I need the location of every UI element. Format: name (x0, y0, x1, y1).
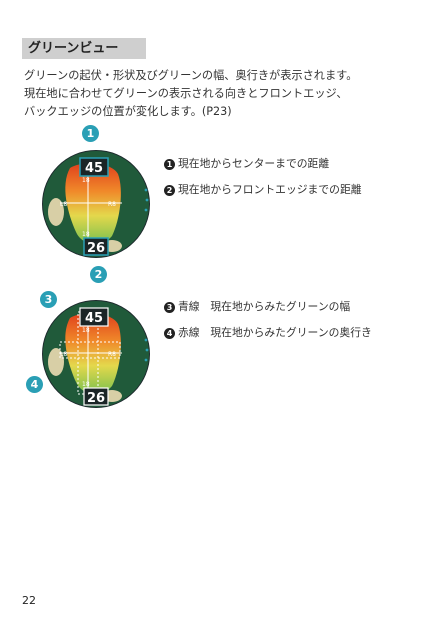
bottom-distance-box (83, 387, 109, 406)
label-right: R8 (108, 201, 116, 208)
legend-num-4: 4 (164, 328, 175, 339)
legend-text-3: 青線 現在地からみたグリーンの幅 (178, 300, 351, 313)
legend-num-3: 3 (164, 302, 175, 313)
top-distance: 45 (85, 311, 103, 326)
width-box (59, 341, 121, 359)
callout-2: 2 (90, 266, 107, 283)
page-number: 22 (22, 594, 36, 607)
bottom-distance: 26 (87, 241, 105, 256)
label-top: 18 (82, 327, 90, 334)
legend-text-1: 現在地からセンターまでの距離 (178, 157, 330, 170)
intro-text: グリーンの起伏・形状及びグリーンの幅、奥行きが表示されます。 現在地に合わせてグ… (24, 67, 420, 121)
green-shape (65, 163, 121, 244)
intro-line-1: グリーンの起伏・形状及びグリーンの幅、奥行きが表示されます。 (24, 69, 358, 82)
top-distance: 45 (85, 161, 103, 176)
legend-num-1: 1 (164, 159, 175, 170)
green-shape (65, 313, 121, 394)
intro-line-2: 現在地に合わせてグリーンの表示される向きとフロントエッジ、 (24, 87, 348, 100)
callout-3: 3 (40, 291, 57, 308)
top-distance-box (79, 157, 109, 177)
label-left: L8 (60, 351, 67, 358)
top-distance-box (79, 307, 109, 327)
intro-line-3: バックエッジの位置が変化します。(P23) (24, 105, 232, 118)
legend-text-2: 現在地からフロントエッジまでの距離 (178, 183, 362, 196)
label-right: R8 (108, 351, 116, 358)
bunker-left (48, 198, 64, 226)
green-view-screen-1: 45 26 L8 R8 18 18 (42, 150, 150, 258)
bottom-distance-box (83, 237, 109, 256)
green-view-screen-2: 45 26 L8 R8 18 18 (42, 300, 150, 408)
section-title: グリーンビュー (22, 38, 146, 59)
label-left: L8 (60, 201, 67, 208)
label-bottom: 18 (82, 381, 90, 388)
callout-4: 4 (26, 376, 43, 393)
label-bottom: 18 (82, 231, 90, 238)
label-top: 18 (82, 177, 90, 184)
bottom-distance: 26 (87, 391, 105, 406)
legend-num-2: 2 (164, 185, 175, 196)
callout-1: 1 (82, 125, 99, 142)
bunker-left (48, 348, 64, 376)
legend-text-4: 赤線 現在地からみたグリーンの奥行き (178, 326, 372, 339)
